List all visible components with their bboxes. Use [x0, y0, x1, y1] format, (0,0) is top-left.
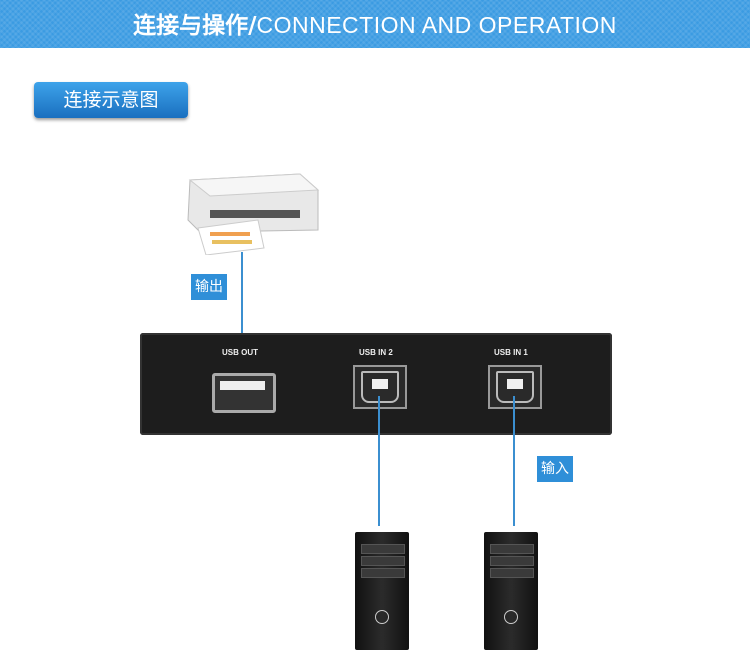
usb-switch-panel: USB OUT USB IN 2 USB IN 1	[140, 333, 612, 435]
connector-line-in2	[378, 396, 380, 526]
computer-1	[484, 532, 538, 650]
header-title-cn: 连接与操作/	[133, 13, 257, 39]
section-badge: 连接示意图	[34, 82, 188, 118]
computer-2	[355, 532, 409, 650]
port-label-usb-out: USB OUT	[222, 348, 258, 357]
connector-line-in1	[513, 396, 515, 526]
connector-line-output	[241, 252, 243, 397]
usb-a-port	[212, 373, 276, 413]
port-label-usb-in-1: USB IN 1	[494, 348, 528, 357]
header-title-en: CONNECTION AND OPERATION	[256, 12, 617, 38]
usb-b-port-2	[353, 365, 407, 409]
output-label: 输出	[191, 274, 227, 300]
usb-b-port-1	[488, 365, 542, 409]
input-label: 输入	[537, 456, 573, 482]
section-header: 连接与操作/CONNECTION AND OPERATION	[0, 0, 750, 48]
port-label-usb-in-2: USB IN 2	[359, 348, 393, 357]
printer-image	[187, 173, 320, 255]
